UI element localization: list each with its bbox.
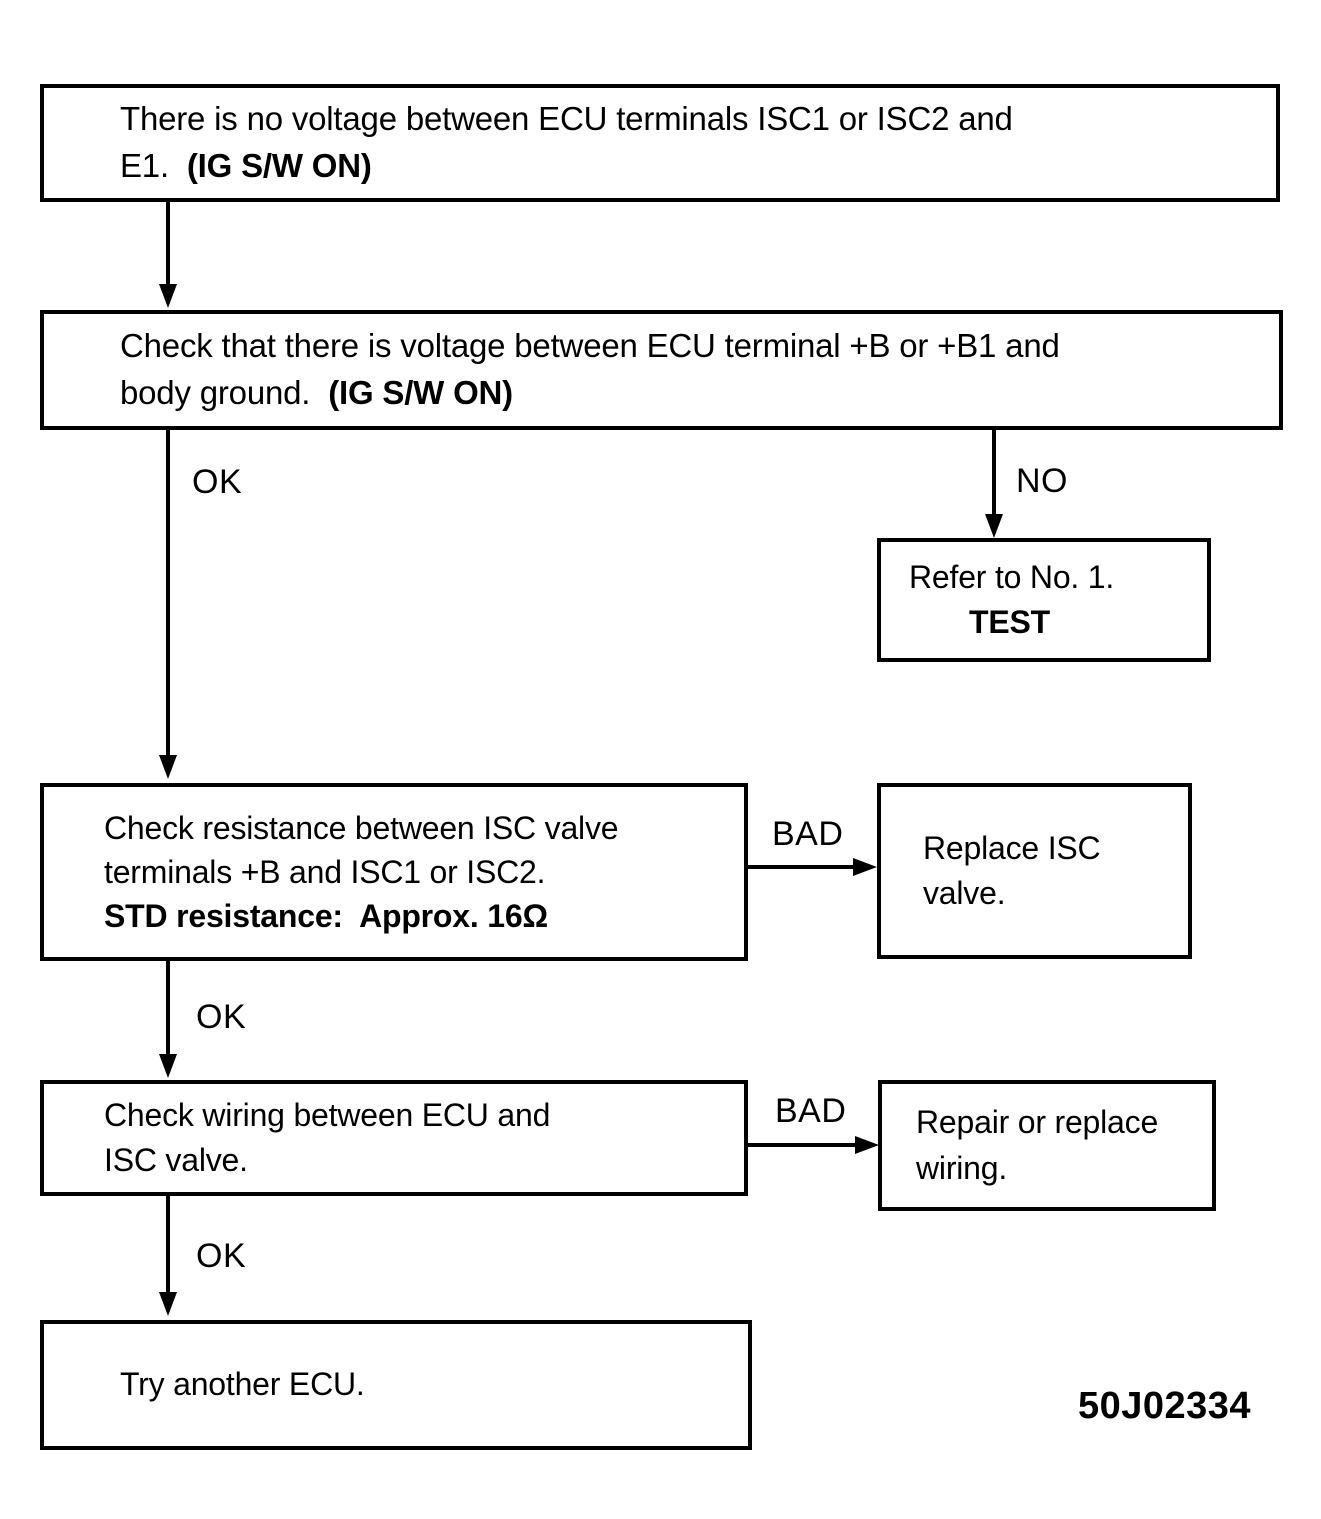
- node-check-resistance-line2: terminals +B and ISC1 or ISC2.: [104, 853, 546, 890]
- node-no-voltage: There is no voltage between ECU terminal…: [40, 84, 1280, 202]
- figure-reference-code: 50J02334: [1078, 1385, 1252, 1427]
- node-replace-valve-line2: valve.: [923, 875, 1006, 911]
- node-check-voltage-line2: body ground. (IG S/W ON): [44, 370, 1279, 417]
- edge-label-check-voltage-no: NO: [1016, 462, 1068, 500]
- arrowhead-check-voltage-ok: [159, 755, 177, 779]
- node-check-resistance: Check resistance between ISC valve termi…: [40, 783, 748, 961]
- node-refer-test-line2: TEST: [969, 604, 1050, 640]
- connector-check-voltage-no: [992, 430, 996, 516]
- node-repair-wiring-line2: wiring.: [916, 1149, 1008, 1186]
- node-refer-test: Refer to No. 1. TEST: [877, 538, 1211, 662]
- node-try-ecu: Try another ECU.: [40, 1320, 752, 1450]
- node-repair-wiring: Repair or replace wiring.: [878, 1080, 1216, 1211]
- node-check-voltage-line2-text: body ground.: [120, 374, 329, 411]
- arrowhead-wiring-bad: [855, 1136, 879, 1154]
- arrowhead-resistance-bad: [853, 858, 877, 876]
- edge-label-wiring-ok: OK: [196, 1237, 247, 1275]
- node-no-voltage-line1: There is no voltage between ECU terminal…: [120, 100, 1013, 138]
- connector-check-voltage-ok: [166, 430, 170, 757]
- node-no-voltage-line2-bold: (IG S/W ON): [186, 147, 372, 184]
- node-check-wiring-line2: ISC valve.: [104, 1142, 248, 1178]
- node-refer-test-line1: Refer to No. 1.: [909, 558, 1115, 595]
- node-check-wiring: Check wiring between ECU and ISC valve.: [40, 1080, 748, 1196]
- connector-no-voltage-to-check-voltage: [166, 202, 170, 286]
- edge-label-resistance-bad: BAD: [772, 815, 844, 853]
- arrowhead-resistance-ok: [159, 1054, 177, 1078]
- edge-label-check-voltage-ok: OK: [192, 463, 243, 501]
- node-check-voltage-line1: Check that there is voltage between ECU …: [120, 327, 1060, 365]
- connector-resistance-bad: [748, 865, 856, 869]
- node-try-ecu-line1: Try another ECU.: [120, 1366, 365, 1403]
- node-no-voltage-line2-text: E1.: [120, 147, 187, 184]
- edge-label-resistance-ok: OK: [196, 998, 247, 1036]
- arrowhead-wiring-ok: [159, 1292, 177, 1316]
- connector-resistance-ok: [166, 961, 170, 1056]
- node-check-wiring-line1: Check wiring between ECU and: [104, 1096, 551, 1133]
- node-check-resistance-line1: Check resistance between ISC valve: [104, 809, 619, 846]
- connector-wiring-bad: [748, 1143, 858, 1147]
- node-no-voltage-line2: E1. (IG S/W ON): [44, 143, 1276, 190]
- node-repair-wiring-line1: Repair or replace: [916, 1104, 1159, 1141]
- edge-label-wiring-bad: BAD: [775, 1092, 847, 1130]
- arrowhead-no-voltage-to-check-voltage: [159, 284, 177, 308]
- node-check-resistance-line3: STD resistance: Approx. 16Ω: [104, 898, 548, 935]
- connector-wiring-ok: [166, 1196, 170, 1294]
- node-check-voltage-line2-bold: (IG S/W ON): [328, 374, 513, 411]
- node-replace-valve: Replace ISC valve.: [877, 783, 1192, 959]
- arrowhead-check-voltage-no: [985, 514, 1003, 538]
- node-replace-valve-line1: Replace ISC: [923, 829, 1101, 866]
- node-check-voltage: Check that there is voltage between ECU …: [40, 310, 1283, 430]
